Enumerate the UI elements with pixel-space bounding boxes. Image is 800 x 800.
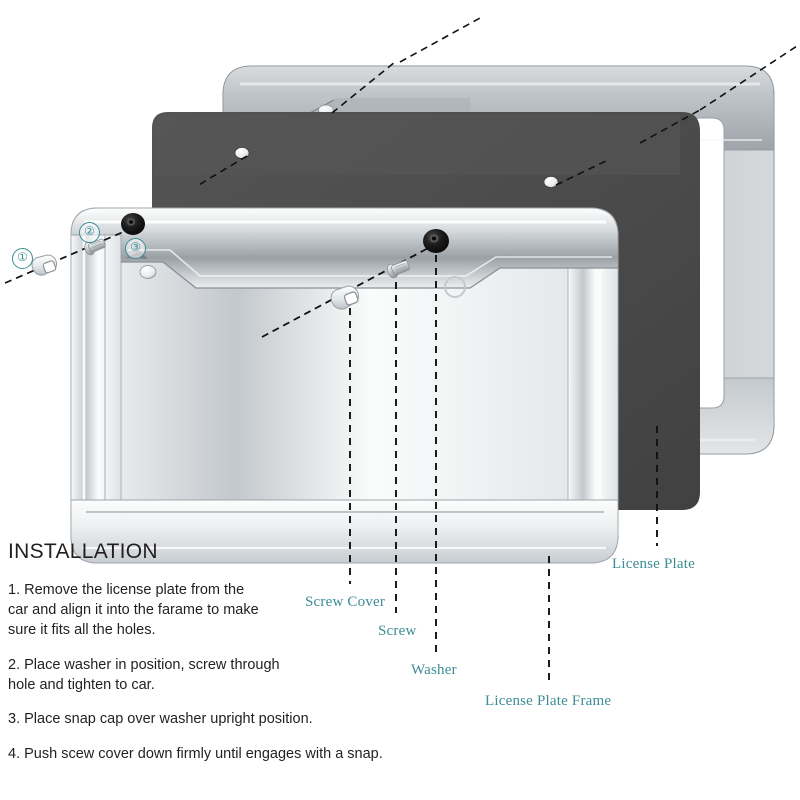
callout-label-screw-cover: Screw Cover [305, 594, 386, 610]
callout-label-license-plate-frame: License Plate Frame [485, 693, 612, 709]
front-frame-hole-right [444, 276, 466, 298]
callout-stems [349, 255, 658, 683]
front-license-plate-frame [70, 207, 619, 564]
installation-instructions: INSTALLATION 1. Remove the license plate… [8, 540, 383, 778]
callout-label-screw: Screw [378, 623, 417, 639]
plate-hole-right [543, 176, 559, 188]
screw-part-center [386, 260, 411, 279]
washer-part-left [121, 213, 145, 235]
part-number-3-badge: ③ [125, 238, 146, 259]
screw-cover-part-center [330, 285, 359, 310]
part-number-1-badge: ① [12, 248, 33, 269]
instruction-step-4: 4. Push scew cover down firmly until eng… [8, 745, 383, 762]
screw-part-left [84, 238, 106, 256]
front-frame-hole-left [139, 265, 157, 279]
instruction-step-1: 1. Remove the license plate from the car… [8, 582, 259, 638]
part-number-2-badge: ② [79, 222, 100, 243]
instructions-title: INSTALLATION [8, 540, 158, 563]
instruction-step-2: 2. Place washer in position, screw throu… [8, 656, 280, 693]
leader-lines-solid [196, 17, 800, 187]
callout-label-license-plate: License Plate [612, 556, 695, 572]
washer-part-center [423, 229, 449, 253]
instruction-step-3: 3. Place snap cap over washer upright po… [8, 711, 313, 727]
callout-label-washer: Washer [411, 662, 457, 678]
screw-cover-part-left [31, 254, 58, 276]
